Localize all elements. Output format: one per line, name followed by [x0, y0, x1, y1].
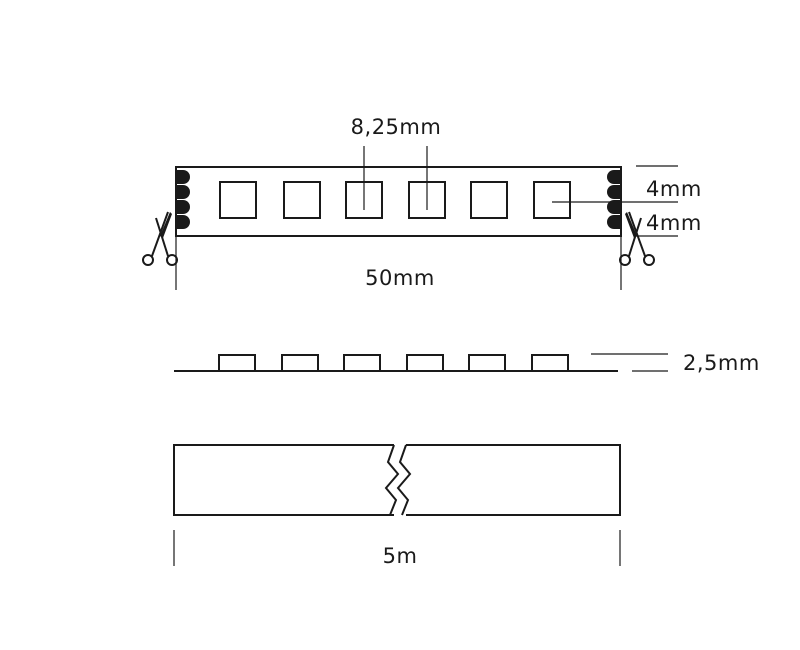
- thickness-label: 2,5mm: [683, 351, 760, 375]
- led-chip-icon: [343, 354, 381, 372]
- thickness-dimension-lines: [591, 353, 668, 372]
- led-chip-icon: [470, 181, 508, 219]
- solder-pad-icon: [607, 185, 621, 199]
- led-chip-icon: [406, 354, 444, 372]
- led-chip-icon: [283, 181, 321, 219]
- solder-pad-icon: [176, 200, 190, 214]
- pad-spacing-dimension-lines: [552, 165, 678, 237]
- scissors-icon: [142, 211, 178, 266]
- solder-pad-icon: [176, 170, 190, 184]
- led-chip-icon: [219, 181, 257, 219]
- led-chip-icon: [533, 181, 571, 219]
- strip-side-view: 2,5mm: [174, 351, 760, 375]
- strip-full-length-view: 5m: [173, 444, 621, 568]
- total-length-label: 5m: [383, 544, 418, 568]
- strip-left-section: [173, 444, 394, 516]
- segment-length-label: 50mm: [365, 266, 435, 290]
- pad-spacing-bottom-label: 4mm: [646, 211, 702, 235]
- solder-pad-icon: [176, 215, 190, 229]
- solder-pad-icon: [607, 215, 621, 229]
- led-chip-icon: [531, 354, 569, 372]
- strip-right-section: [406, 444, 621, 516]
- solder-pad-icon: [607, 200, 621, 214]
- total-length-extensions: [173, 530, 621, 566]
- pad-spacing-top-label: 4mm: [646, 177, 702, 201]
- solder-pads-right: [607, 170, 621, 229]
- led-chip-icon: [281, 354, 319, 372]
- break-mark-icon: [384, 444, 412, 516]
- led-chip-icon: [468, 354, 506, 372]
- led-side-profiles: [218, 354, 569, 372]
- solder-pad-icon: [176, 185, 190, 199]
- led-chip-icon: [218, 354, 256, 372]
- pitch-label: 8,25mm: [351, 115, 442, 139]
- scissors-icon: [619, 211, 655, 266]
- solder-pad-icon: [607, 170, 621, 184]
- solder-pads-left: [176, 170, 190, 229]
- strip-top-view: 8,25mm 4mm 4mm: [142, 115, 702, 290]
- led-chips: [219, 181, 571, 219]
- pitch-dimension-lines: [363, 146, 428, 210]
